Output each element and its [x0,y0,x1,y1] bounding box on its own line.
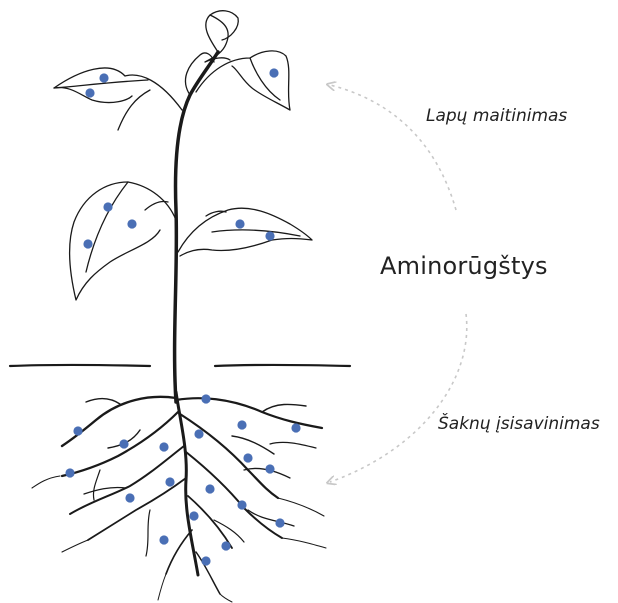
root-dot [275,518,284,527]
root-dot [65,468,74,477]
leaf-dot [235,219,244,228]
leaf-dot [127,219,136,228]
root-dot [201,556,210,565]
amino-acids-label: Aminorūgštys [380,252,548,280]
leaf-dot [269,68,278,77]
leaf-dot [83,239,92,248]
ground-line [10,365,350,366]
root-dot [73,426,82,435]
root-dot [159,442,168,451]
leaf-dot [99,73,108,82]
leaf-dots [83,68,278,248]
root-dot [243,453,252,462]
root-absorption-label: Šaknų įsisavinimas [438,414,600,434]
root-dot [201,394,210,403]
leaf-dot [103,202,112,211]
root-system [32,392,326,602]
root-dot [119,439,128,448]
root-dot [159,535,168,544]
top-sprout [185,11,238,95]
root-dot [125,493,134,502]
plant-stem [175,52,218,402]
leaf-upper-left [54,68,182,130]
foliar-arrow [330,85,456,210]
root-dot [237,420,246,429]
root-dot [165,477,174,486]
leaf-dot [85,88,94,97]
root-dot [194,429,203,438]
root-dot [189,511,198,520]
root-dot [237,500,246,509]
root-dot [221,541,230,550]
root-arrow [330,314,467,482]
root-dot [265,464,274,473]
foliar-feeding-label: Lapų maitinimas [426,106,567,126]
leaf-middle-right [178,208,312,256]
root-dot [291,423,300,432]
leaf-dot [265,231,274,240]
root-dot [205,484,214,493]
